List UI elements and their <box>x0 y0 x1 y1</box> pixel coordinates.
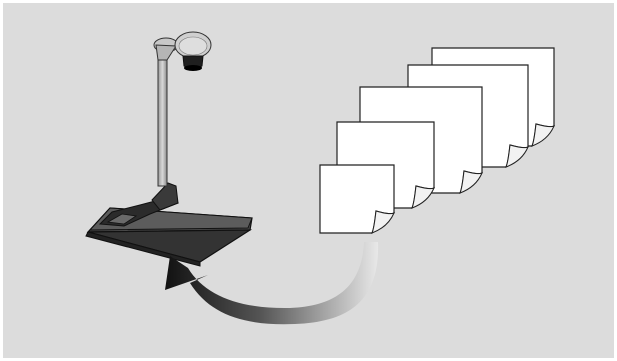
document-page <box>320 165 394 233</box>
camera-pole <box>158 58 167 186</box>
